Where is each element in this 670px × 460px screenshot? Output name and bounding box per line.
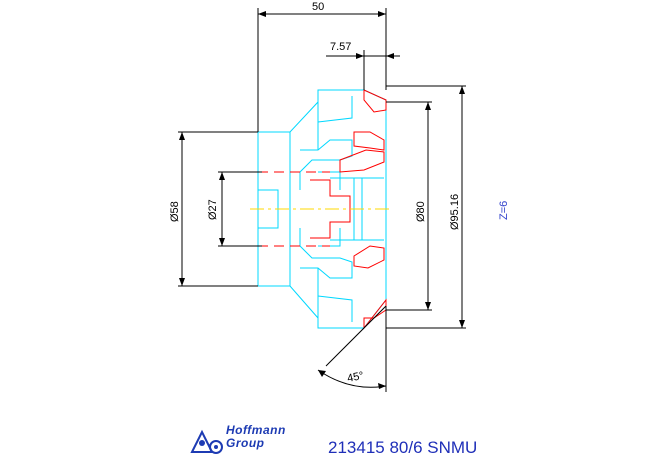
logo-line-2: Group — [226, 436, 265, 450]
dim-label-dia-body: Ø80 — [415, 201, 427, 222]
dim-body-diameter — [386, 101, 432, 311]
hidden-lines — [258, 171, 330, 247]
cutting-inserts — [310, 89, 387, 330]
technical-drawing: 50 7.57 Ø58 Ø27 Ø80 — [169, 1, 510, 392]
brand-logo-wordmark: Hoffmann Group — [226, 424, 316, 450]
dim-label-length-small: 7.57 — [330, 41, 351, 53]
dim-label-length-total: 50 — [312, 1, 324, 13]
dim-label-angle: 45° — [346, 370, 365, 385]
teeth-count-label: Z=6 — [498, 201, 510, 220]
hoffmann-group-logo-icon — [190, 429, 223, 454]
part-number-caption: 213415 80/6 SNMU — [328, 438, 478, 457]
dim-hub-diameter — [178, 131, 258, 287]
dim-overall-length — [257, 8, 387, 132]
dim-label-dia-cutting: Ø95.16 — [449, 194, 461, 230]
dim-cutting-diameter — [386, 85, 466, 329]
dim-bore-diameter — [218, 171, 262, 247]
dim-lead-angle — [317, 305, 387, 392]
dim-label-dia-hub: Ø58 — [169, 201, 181, 222]
logo-line-1: Hoffmann — [226, 423, 286, 437]
dim-insert-offset — [326, 50, 400, 90]
dim-label-dia-bore: Ø27 — [207, 199, 219, 220]
